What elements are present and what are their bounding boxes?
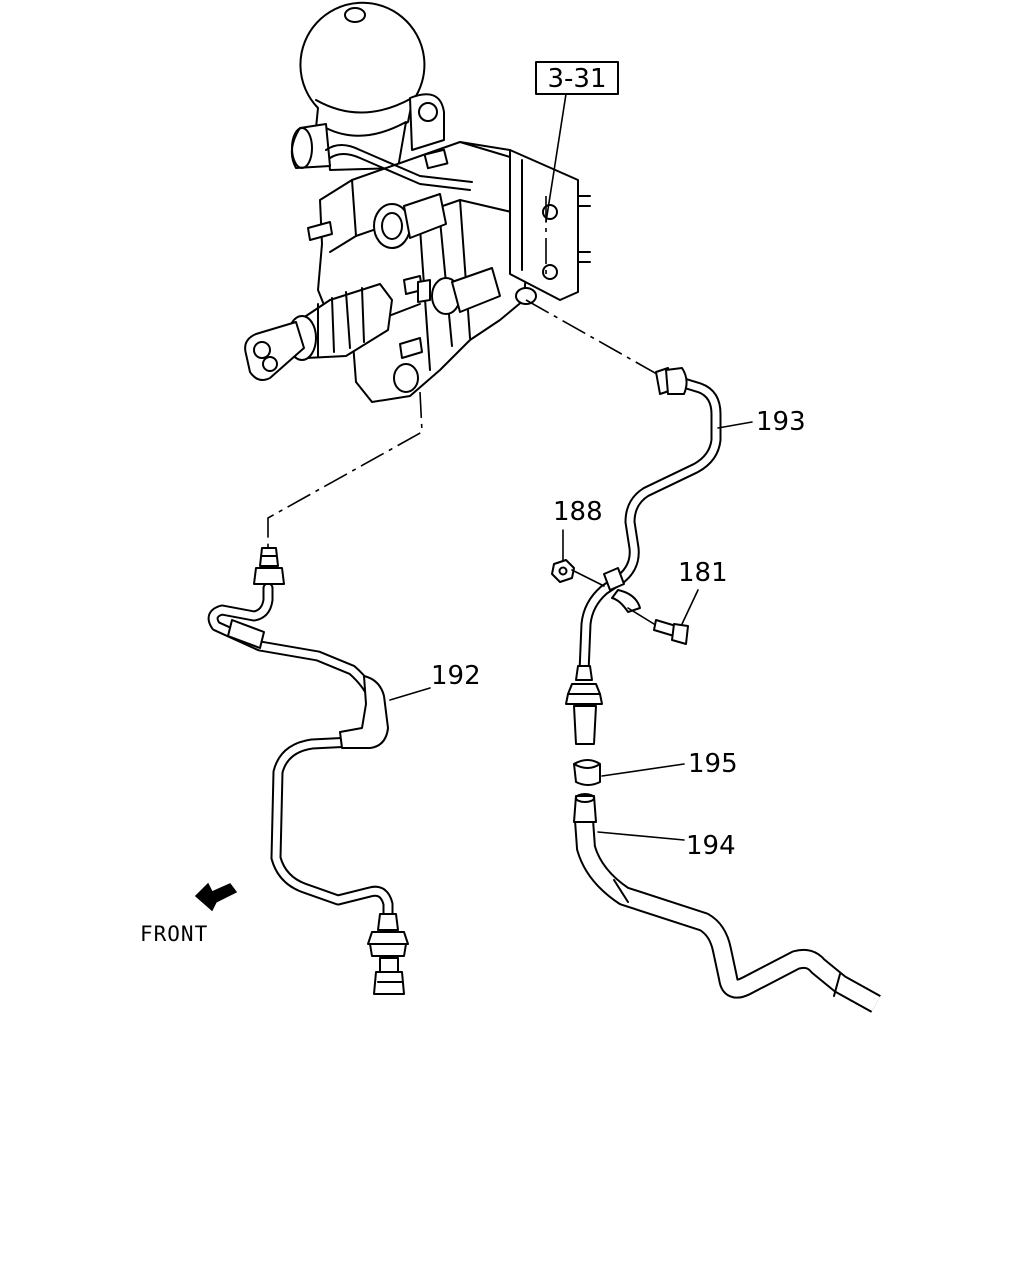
reference-box: 3-31 — [535, 61, 619, 276]
hydraulic-unit — [244, 1, 591, 403]
ref-box-frame — [535, 61, 619, 95]
callout-195: 195 — [688, 749, 738, 779]
callout-181: 181 — [678, 558, 728, 588]
front-label: FRONT — [140, 922, 208, 946]
pipe-193 — [565, 367, 722, 745]
hose-194 — [573, 793, 881, 1013]
bolt-181 — [627, 589, 699, 645]
nut-188 — [551, 529, 605, 587]
front-indicator: FRONT — [140, 882, 238, 946]
connection-leaders — [267, 299, 665, 550]
callout-188: 188 — [553, 497, 603, 527]
callout-leaders — [717, 421, 753, 429]
callout-194: 194 — [686, 831, 736, 861]
clip-195 — [573, 759, 685, 786]
front-arrow-icon — [194, 882, 238, 912]
pipe-192 — [207, 547, 431, 995]
callout-192: 192 — [431, 661, 481, 691]
ref-box-label: 3-31 — [547, 64, 606, 94]
callout-193: 193 — [756, 407, 806, 437]
